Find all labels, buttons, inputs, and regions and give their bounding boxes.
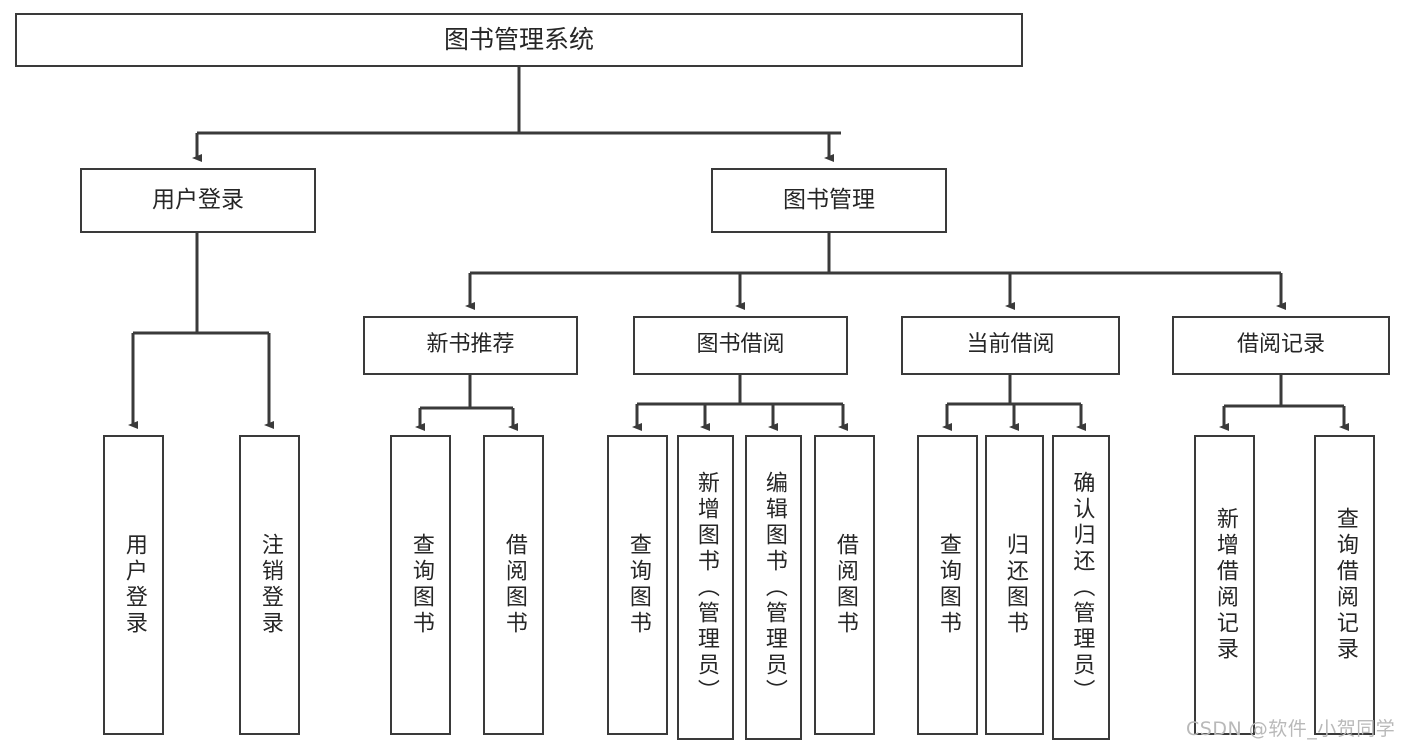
node-leaf-confirm-return-admin[interactable]: 确认归还（管理员） (1052, 435, 1110, 740)
node-leaf-return-book[interactable]: 归还图书 (985, 435, 1044, 735)
node-label: 图书管理 (783, 186, 875, 213)
node-label: 编辑图书（管理员） (761, 470, 787, 705)
node-leaf-query-book-current[interactable]: 查询图书 (917, 435, 978, 735)
node-label: 借阅图书 (501, 533, 527, 637)
node-leaf-edit-book-admin[interactable]: 编辑图书（管理员） (745, 435, 802, 740)
node-label: 图书借阅 (696, 332, 785, 358)
node-label: 图书管理系统 (443, 25, 594, 54)
node-leaf-borrow-book-recommend[interactable]: 借阅图书 (483, 435, 544, 735)
node-label: 归还图书 (1002, 533, 1028, 637)
node-root-book-management-system[interactable]: 图书管理系统 (15, 13, 1023, 67)
node-label: 查询借阅记录 (1332, 507, 1358, 663)
node-label: 确认归还（管理员） (1069, 470, 1095, 705)
node-leaf-query-borrow-record[interactable]: 查询借阅记录 (1314, 435, 1375, 735)
node-borrowing-record[interactable]: 借阅记录 (1172, 316, 1390, 375)
node-label: 新书推荐 (426, 332, 515, 358)
node-leaf-borrow-book[interactable]: 借阅图书 (814, 435, 875, 735)
node-book-management[interactable]: 图书管理 (711, 168, 947, 233)
node-label: 查询图书 (935, 533, 961, 637)
node-leaf-add-book-admin[interactable]: 新增图书（管理员） (677, 435, 734, 740)
node-label: 当前借阅 (966, 332, 1055, 358)
node-leaf-logout[interactable]: 注销登录 (239, 435, 300, 735)
node-label: 借阅记录 (1236, 332, 1325, 358)
node-book-borrowing[interactable]: 图书借阅 (633, 316, 848, 375)
node-user-login[interactable]: 用户登录 (80, 168, 316, 233)
node-current-borrowing[interactable]: 当前借阅 (901, 316, 1120, 375)
node-new-book-recommendation[interactable]: 新书推荐 (363, 316, 578, 375)
node-label: 注销登录 (257, 533, 283, 637)
node-label: 借阅图书 (832, 533, 858, 637)
csdn-watermark: CSDN @软件_小贺同学 (1186, 718, 1396, 740)
node-leaf-add-borrow-record[interactable]: 新增借阅记录 (1194, 435, 1255, 735)
node-label: 新增图书（管理员） (693, 470, 719, 705)
node-label: 用户登录 (121, 533, 147, 637)
node-leaf-user-login[interactable]: 用户登录 (103, 435, 164, 735)
node-label: 新增借阅记录 (1212, 507, 1238, 663)
node-leaf-query-book-borrow[interactable]: 查询图书 (607, 435, 668, 735)
node-label: 查询图书 (408, 533, 434, 637)
node-label: 查询图书 (625, 533, 651, 637)
node-leaf-query-book-recommend[interactable]: 查询图书 (390, 435, 451, 735)
node-label: 用户登录 (152, 186, 244, 213)
